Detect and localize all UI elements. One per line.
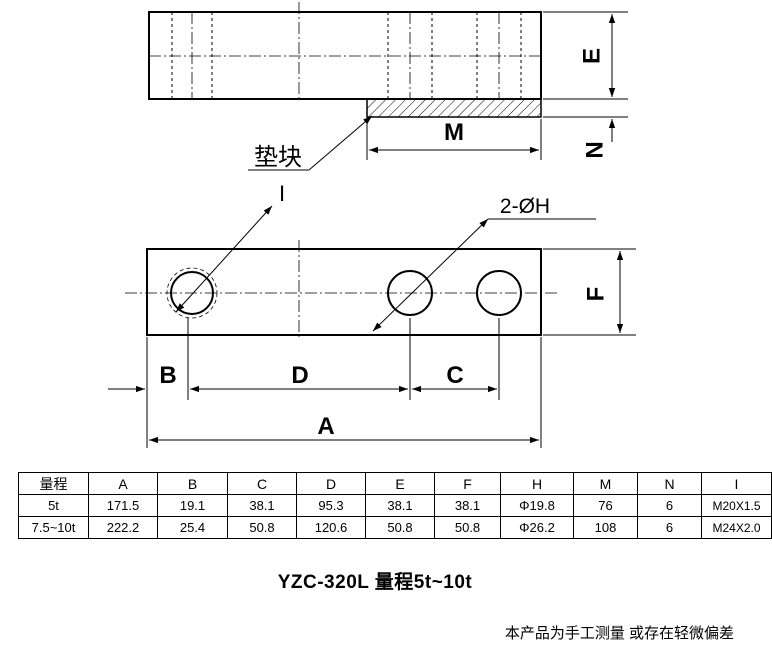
table-cell: 171.5: [88, 494, 158, 517]
measurement-note: 本产品为手工测量 或存在轻微偏差: [504, 625, 734, 642]
model-title: YZC-320L 量程5t~10t: [277, 572, 473, 593]
label-F: F: [583, 287, 610, 302]
header-N: N: [637, 472, 702, 495]
header-B: B: [157, 472, 228, 495]
side-extension-lines: [366, 11, 628, 160]
top-extension-lines: [146, 248, 636, 448]
table-row: 5t 171.5 19.1 38.1 95.3 38.1 38.1 Φ19.8 …: [18, 494, 772, 517]
table-cell: 120.6: [296, 516, 366, 539]
side-centerlines: [149, 2, 541, 99]
label-N: N: [582, 141, 609, 158]
table-cell: 38.1: [365, 494, 435, 517]
header-range: 量程: [18, 472, 89, 495]
table-cell: 108: [573, 516, 638, 539]
label-C: C: [446, 362, 463, 389]
table-cell: 38.1: [227, 494, 297, 517]
label-pad: 垫块: [254, 144, 302, 171]
header-F: F: [434, 472, 501, 495]
table-cell: Φ26.2: [500, 516, 574, 539]
pad-leader: [308, 115, 373, 171]
label-B: B: [159, 362, 176, 389]
header-M: M: [573, 472, 638, 495]
table-cell: 50.8: [434, 516, 501, 539]
table-cell: 222.2: [88, 516, 158, 539]
header-E: E: [365, 472, 435, 495]
table-cell: 76: [573, 494, 638, 517]
technical-drawing: E N M 垫块 F B: [108, 2, 636, 448]
table-cell: 7.5~10t: [18, 516, 89, 539]
header-D: D: [296, 472, 366, 495]
header-I: I: [701, 472, 772, 495]
table-cell: 6: [637, 494, 702, 517]
label-A: A: [317, 413, 334, 440]
label-D: D: [291, 362, 308, 389]
table-cell: 6: [637, 516, 702, 539]
table-cell: M24X2.0: [701, 516, 772, 539]
top-view: F B D C A I 2-ØH: [108, 181, 636, 448]
label-holes: 2-ØH: [500, 195, 550, 218]
table-row: 7.5~10t 222.2 25.4 50.8 120.6 50.8 50.8 …: [18, 516, 772, 539]
table-cell: 25.4: [157, 516, 228, 539]
table-cell: 5t: [18, 494, 89, 517]
side-view-body: [148, 11, 542, 100]
pad-block: [366, 98, 542, 118]
hidden-hole-lines: [171, 12, 522, 99]
table-cell: Φ19.8: [500, 494, 574, 517]
label-I: I: [279, 181, 285, 206]
table-cell: 50.8: [227, 516, 297, 539]
side-view: E N M 垫块: [148, 2, 628, 171]
top-view-body: [146, 248, 542, 336]
table-cell: 50.8: [365, 516, 435, 539]
table-cell: M20X1.5: [701, 494, 772, 517]
header-H: H: [500, 472, 574, 495]
table-cell: 19.1: [157, 494, 228, 517]
top-centerlines: [125, 240, 558, 340]
header-C: C: [227, 472, 297, 495]
spec-table: 量程 A B C D E F H M N I 5t 171.5 19.1 38.…: [18, 472, 772, 539]
header-A: A: [88, 472, 158, 495]
table-cell: 38.1: [434, 494, 501, 517]
leader-holes: [372, 218, 489, 332]
table-cell: 95.3: [296, 494, 366, 517]
label-M: M: [444, 119, 464, 146]
label-E: E: [579, 48, 606, 64]
leader-I: [175, 205, 273, 313]
table-header-row: 量程 A B C D E F H M N I: [18, 472, 772, 495]
